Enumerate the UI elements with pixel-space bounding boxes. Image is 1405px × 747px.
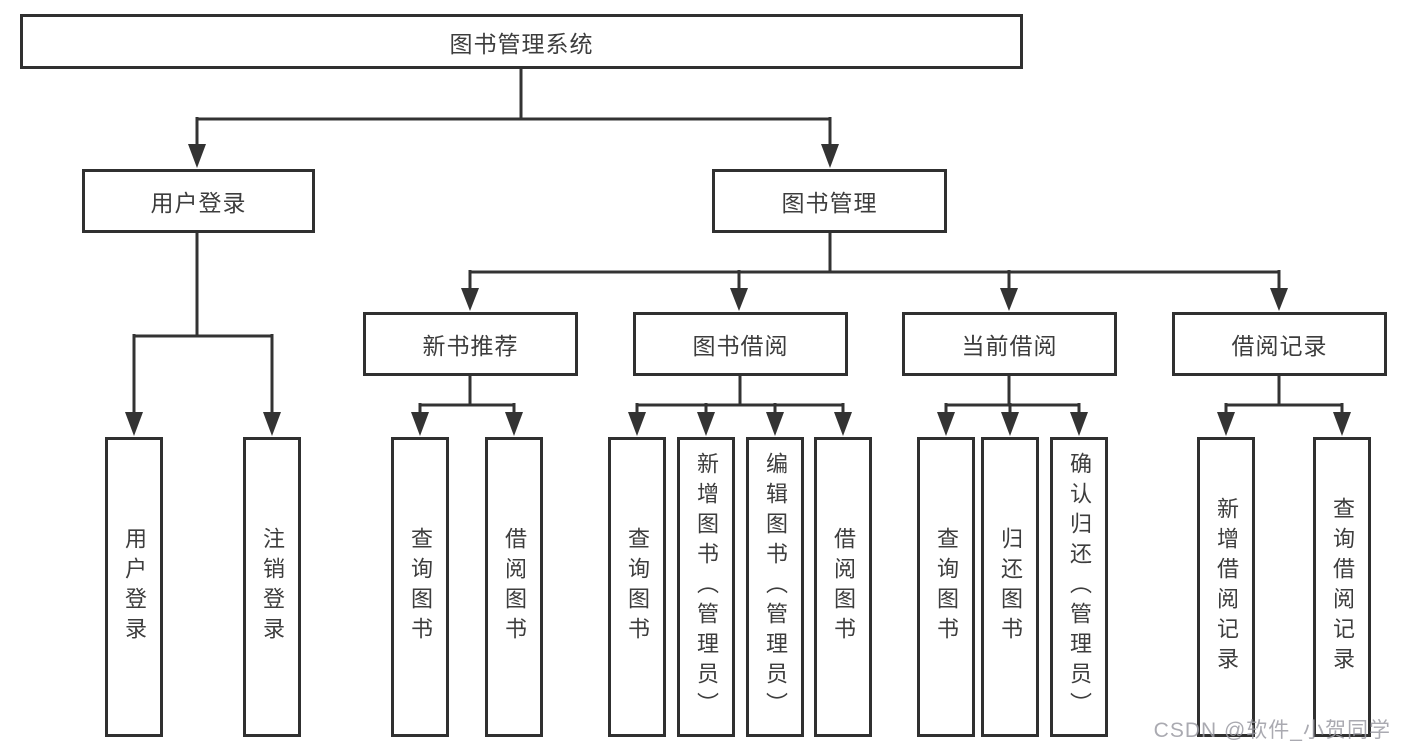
node-book-borrow-label: 图书借阅 (692, 333, 789, 359)
connector-root-to-level2 (188, 68, 839, 168)
watermark: CSDN @软件_小贺同学 (1153, 719, 1391, 742)
leaf-bb-add-book: 新增图书（管理员） (677, 437, 735, 737)
leaf-user-login: 用户登录 (105, 437, 163, 737)
node-book-borrow: 图书借阅 (633, 312, 848, 376)
leaf-br-add-record-label: 新增借阅记录 (1214, 497, 1239, 677)
leaf-bb-edit-book-label: 编辑图书（管理员） (763, 452, 788, 722)
connector-userlogin-to-leaves (125, 233, 281, 436)
leaf-rec-borrow-book: 借阅图书 (485, 437, 543, 737)
connector-newbookrec-to-leaves (411, 376, 523, 436)
leaf-bb-borrow-book: 借阅图书 (814, 437, 872, 737)
leaf-rec-borrow-book-label: 借阅图书 (502, 527, 527, 647)
connector-bookborrow-to-leaves (628, 376, 852, 436)
node-borrow-record: 借阅记录 (1172, 312, 1387, 376)
node-current-borrow-label: 当前借阅 (961, 333, 1058, 359)
leaf-bb-query-book: 查询图书 (608, 437, 666, 737)
node-borrow-record-label: 借阅记录 (1231, 333, 1328, 359)
leaf-cb-confirm-return: 确认归还（管理员） (1050, 437, 1108, 737)
node-book-management-label: 图书管理 (781, 190, 878, 216)
node-new-book-recommend: 新书推荐 (363, 312, 578, 376)
leaf-bb-add-book-label: 新增图书（管理员） (694, 452, 719, 722)
node-user-login-label: 用户登录 (150, 190, 247, 216)
leaf-logout: 注销登录 (243, 437, 301, 737)
leaf-rec-query-book-label: 查询图书 (408, 527, 433, 647)
node-root-label: 图书管理系统 (449, 30, 594, 57)
leaf-cb-query-book: 查询图书 (917, 437, 975, 737)
leaf-bb-edit-book: 编辑图书（管理员） (746, 437, 804, 737)
leaf-br-add-record: 新增借阅记录 (1197, 437, 1255, 737)
node-book-management: 图书管理 (712, 169, 947, 233)
node-root: 图书管理系统 (20, 14, 1023, 69)
leaf-cb-return-book: 归还图书 (981, 437, 1039, 737)
leaf-cb-confirm-return-label: 确认归还（管理员） (1067, 452, 1092, 722)
leaf-cb-query-book-label: 查询图书 (934, 527, 959, 647)
leaf-br-query-record-label: 查询借阅记录 (1330, 497, 1355, 677)
connector-bookmgmt-to-level3 (461, 233, 1288, 311)
node-new-book-recommend-label: 新书推荐 (422, 333, 519, 359)
leaf-br-query-record: 查询借阅记录 (1313, 437, 1371, 737)
leaf-bb-borrow-book-label: 借阅图书 (831, 527, 856, 647)
leaf-user-login-label: 用户登录 (122, 527, 147, 647)
leaf-logout-label: 注销登录 (260, 527, 285, 647)
leaf-bb-query-book-label: 查询图书 (625, 527, 650, 647)
leaf-rec-query-book: 查询图书 (391, 437, 449, 737)
node-current-borrow: 当前借阅 (902, 312, 1117, 376)
node-user-login: 用户登录 (82, 169, 315, 233)
connector-borrowrecord-to-leaves (1217, 376, 1351, 436)
connector-currentborrow-to-leaves (937, 376, 1088, 436)
leaf-cb-return-book-label: 归还图书 (998, 527, 1023, 647)
